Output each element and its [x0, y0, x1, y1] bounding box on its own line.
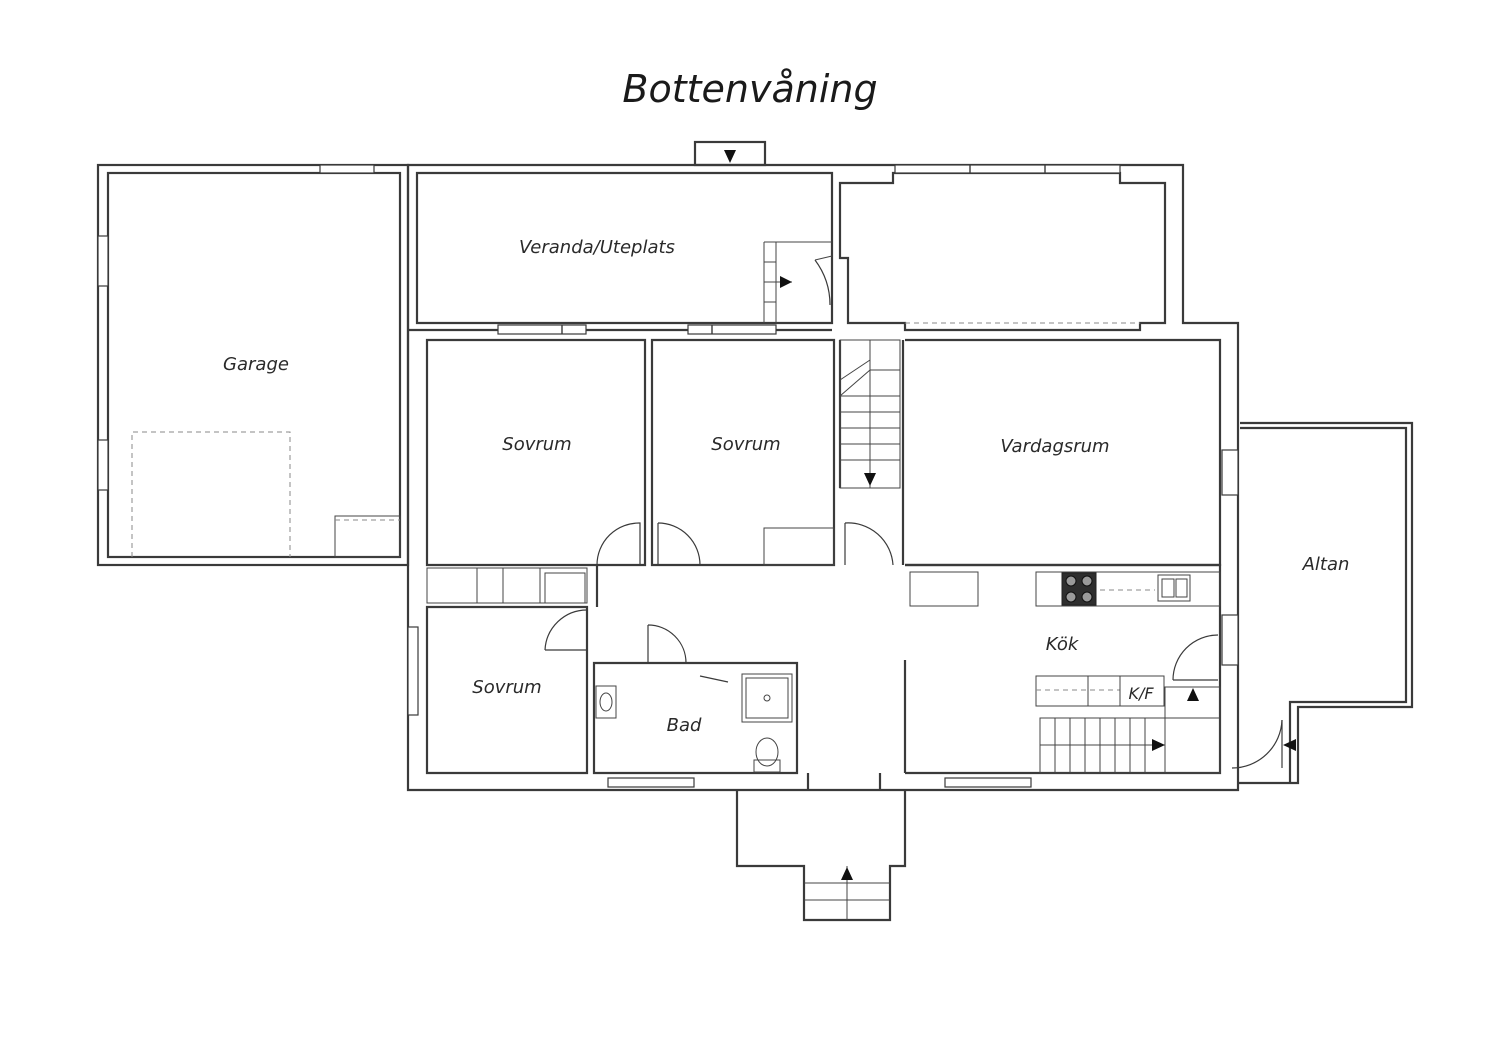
kitchen-stairs: [1039, 686, 1221, 774]
kitchen-hob: [1061, 572, 1155, 606]
bath-sink-icon: [595, 685, 617, 719]
interior-walls: [407, 324, 1239, 790]
room-label-garage: Garage: [223, 354, 289, 375]
house-outer-walls: [406, 163, 1240, 792]
veranda-entry-arrow: [724, 150, 736, 163]
room-label-sovrum-1: Sovrum: [502, 434, 571, 455]
upper-right-room: [838, 164, 1167, 332]
garage-bench: [334, 515, 401, 558]
altan-structure: [1238, 421, 1414, 785]
room-label-sovrum-3: Sovrum: [472, 677, 541, 698]
room-label-veranda: Veranda/Uteplats: [519, 237, 675, 258]
garage-window-top: [319, 164, 375, 174]
garage-window-left-1: [97, 235, 109, 287]
plan-title: Bottenvåning: [622, 67, 877, 111]
kitchen-sink: [1157, 574, 1191, 602]
room-label-kok: Kök: [1046, 634, 1080, 655]
veranda-top-box: [693, 140, 767, 167]
room-label-bad: Bad: [667, 715, 702, 736]
garage-door-outline: [131, 431, 291, 557]
room-label-sovrum-2: Sovrum: [711, 434, 780, 455]
room-label-altan: Altan: [1302, 554, 1350, 575]
doors: [544, 522, 1283, 769]
room-label-kf: K/F: [1128, 684, 1154, 703]
interior-stairs: [839, 339, 901, 489]
veranda-steps: [763, 241, 833, 323]
front-entrance: [735, 790, 907, 922]
garage-window-left-2: [97, 439, 109, 491]
shower-icon: [741, 673, 793, 723]
bathroom-fixtures: [595, 673, 793, 773]
room-label-vardagsrum: Vardagsrum: [1000, 436, 1109, 457]
toilet-icon: [753, 759, 781, 773]
kf-unit: [1035, 675, 1165, 707]
